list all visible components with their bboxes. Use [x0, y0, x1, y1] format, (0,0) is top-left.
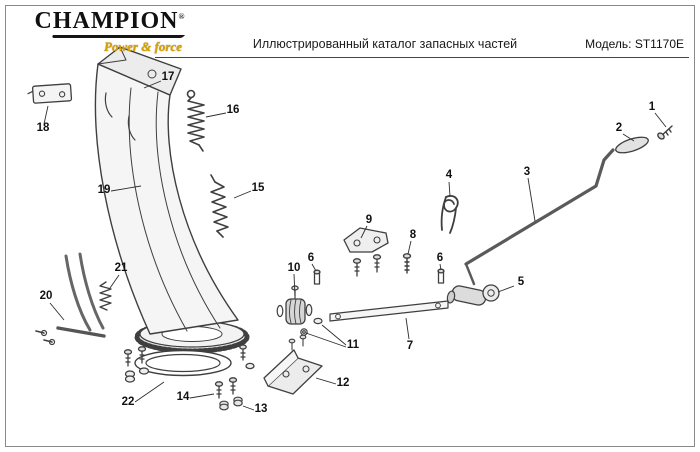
part-callout-8: 8 [410, 229, 417, 241]
part-callout-18: 18 [37, 122, 50, 134]
part-callout-19: 19 [98, 184, 111, 196]
part-6-pin-right [437, 268, 445, 284]
part-callout-11: 11 [347, 339, 360, 351]
part-17-chute-deflector [97, 46, 182, 96]
model-label: Модель: ST1170E [585, 37, 684, 51]
part-callout-20: 20 [40, 290, 53, 302]
part-21-spring [99, 281, 112, 311]
leader-line-9 [360, 225, 368, 239]
part-callout-6: 6 [308, 252, 314, 264]
part-callout-3: 3 [524, 166, 530, 178]
leader-line-11 [321, 324, 347, 346]
leader-line-17 [143, 80, 162, 89]
part-19-chute-body [94, 63, 250, 354]
part-callout-16: 16 [227, 104, 240, 116]
part-18-bracket [27, 83, 73, 104]
part-20-rods [35, 252, 106, 346]
leader-line-7 [405, 317, 410, 340]
champion-logo: CHAMPION® Power & force [30, 9, 190, 55]
leader-line-2 [622, 133, 635, 142]
part-callout-2: 2 [616, 122, 622, 134]
part-11-washers [300, 317, 323, 336]
part-7-shaft [329, 300, 449, 322]
part-22-friction-ring [134, 349, 232, 377]
leader-line-21 [109, 274, 120, 289]
leader-line-3 [527, 177, 536, 222]
part-callout-6: 6 [437, 252, 443, 264]
diagram-art [27, 46, 673, 411]
part-callout-13: 13 [255, 403, 268, 415]
hardware-cluster-left [123, 346, 150, 383]
part-callout-4: 4 [446, 169, 453, 181]
logo-tagline: Power & force [104, 39, 182, 54]
part-12-bracket [263, 334, 323, 395]
part-13-nuts [219, 396, 243, 411]
part-16-spring [186, 89, 205, 152]
brand-text: CHAMPION® [30, 9, 190, 33]
logo-swoosh [50, 35, 186, 38]
registered-mark: ® [178, 12, 186, 21]
leader-line-13 [242, 405, 255, 411]
leader-line-10 [293, 273, 296, 297]
part-callout-7: 7 [407, 340, 413, 352]
part-callout-10: 10 [288, 262, 301, 274]
part-callout-12: 12 [337, 377, 350, 389]
catalog-title: Иллюстрированный каталог запасных частей [252, 37, 518, 51]
part-callout-17: 17 [162, 71, 175, 83]
part-callout-14: 14 [177, 391, 190, 403]
part-2-handle-grip [615, 136, 649, 154]
part-callout-1: 1 [649, 101, 656, 113]
part-6-pin-left [313, 269, 321, 285]
part-callout-21: 21 [115, 262, 128, 274]
leader-line-15 [233, 190, 252, 199]
part-1-fastener [657, 125, 673, 140]
leader-line-14 [189, 393, 215, 399]
part-8-screw [402, 253, 412, 274]
leader-line-22 [134, 381, 165, 403]
part-callout-5: 5 [518, 276, 525, 288]
leader-line-11 [305, 332, 347, 348]
leader-line-19 [110, 185, 142, 192]
part-callout-15: 15 [252, 182, 265, 194]
leader-line-12 [315, 377, 337, 385]
part-14-bolts [214, 377, 238, 399]
header-divider [155, 57, 689, 58]
leader-line-5 [497, 285, 515, 293]
leader-line-1 [654, 112, 667, 128]
part-5-gear-joint [446, 284, 500, 306]
part-15-spring [210, 174, 229, 238]
leader-line-6 [439, 263, 442, 271]
part-9-bracket [343, 227, 389, 277]
brand-word: CHAMPION [34, 8, 179, 34]
part-10-roller [276, 285, 313, 325]
leader-line-16 [205, 112, 227, 118]
hardware-cluster-right [239, 344, 255, 370]
leader-line-20 [49, 302, 65, 321]
leader-line-6 [311, 263, 317, 272]
leader-line-4 [448, 181, 451, 197]
part-callout-22: 22 [122, 396, 135, 408]
leader-line-18 [43, 105, 49, 125]
part-3-crank-rod [464, 148, 615, 286]
part-callout-9: 9 [366, 214, 372, 226]
leader-line-8 [407, 240, 412, 255]
part-4-r-clip [440, 195, 459, 234]
